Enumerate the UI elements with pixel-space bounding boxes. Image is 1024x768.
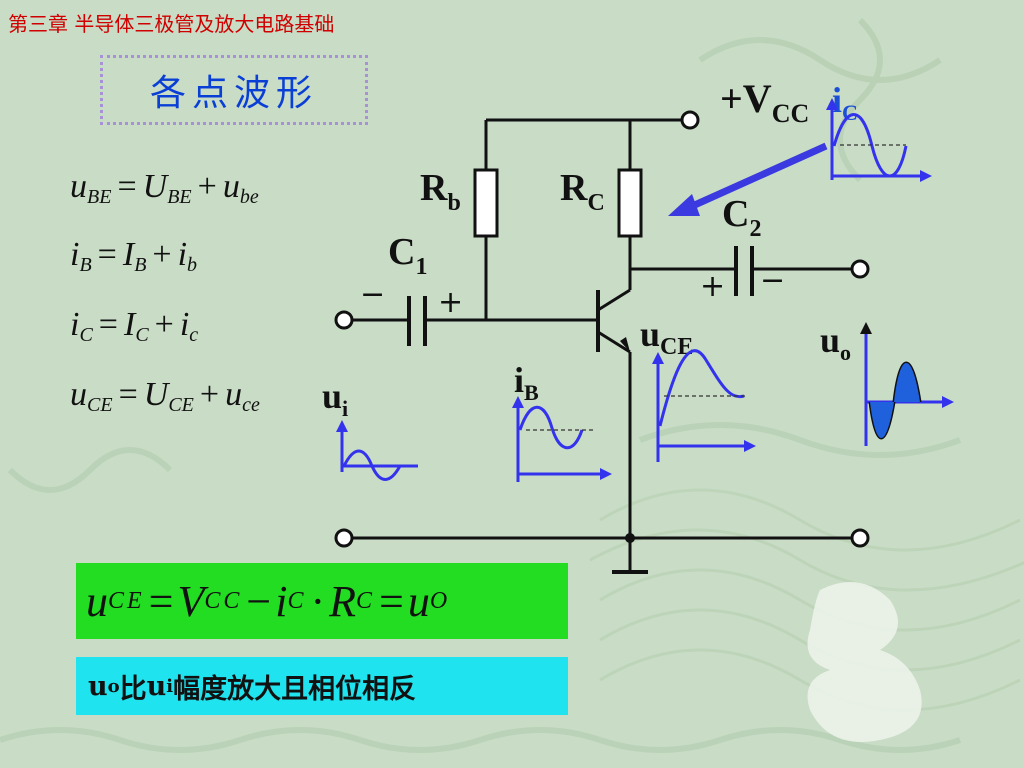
uo-label: uo <box>820 320 851 365</box>
uce-label: uCE <box>640 314 693 360</box>
slide-title-text: 各点波形 <box>149 73 318 114</box>
resistor-rc <box>617 168 643 238</box>
ib-axis-arrow-icon <box>512 396 524 408</box>
ic-waveform <box>830 106 922 180</box>
output-ground-terminal <box>850 528 870 548</box>
uo-positive-lobe <box>894 363 920 402</box>
c1-label: C1 <box>388 231 427 280</box>
equation-ube: uBE=UBE+ube <box>70 168 259 208</box>
equation-uce: uCE=UCE+uce <box>70 376 260 416</box>
dragon-ornament <box>807 582 922 742</box>
ui-label: ui <box>322 376 348 421</box>
c2-minus-sign: − <box>760 263 785 298</box>
c1-minus-sign: − <box>360 277 385 312</box>
ui-waveform <box>340 428 418 481</box>
uce-waveform <box>656 349 748 462</box>
input-ground-terminal <box>334 528 354 548</box>
rb-label: Rb <box>420 167 461 216</box>
ib-axis-arrow-icon <box>600 468 612 480</box>
uo-axis-arrow-icon <box>860 322 872 334</box>
equation-ib: iB=IB+ib <box>70 236 198 276</box>
rc-label: RC <box>560 167 605 216</box>
c2-plus-sign: + <box>700 269 725 304</box>
ib-waveform <box>516 404 604 482</box>
uce-axis-arrow-icon <box>652 352 664 364</box>
uo-axis-arrow-icon <box>942 396 954 408</box>
c2-label: C2 <box>722 193 761 242</box>
ic-axis-arrow-icon <box>920 170 932 182</box>
ib-label: iB <box>514 360 539 405</box>
output-terminal <box>850 259 870 279</box>
ic-axis-arrow-icon <box>826 98 838 110</box>
resistor-rb <box>473 168 499 238</box>
ui-axis-arrow-icon <box>336 420 348 432</box>
chapter-header: 第三章 半导体三极管及放大电路基础 <box>8 12 335 36</box>
slide-title: 各点波形 <box>100 55 368 125</box>
input-terminal <box>334 310 354 330</box>
pointer-arrow-icon <box>668 142 828 216</box>
uo-negative-lobe <box>870 402 894 438</box>
vcc-label: +VCC <box>720 76 809 128</box>
emitter-arrow-icon <box>620 337 630 352</box>
ground-junction-dot <box>625 533 635 543</box>
c1-plus-sign: + <box>438 285 463 320</box>
uce-axis-arrow-icon <box>744 440 756 452</box>
vcc-terminal <box>680 110 700 130</box>
equation-ic: iC=IC+ic <box>70 306 199 346</box>
